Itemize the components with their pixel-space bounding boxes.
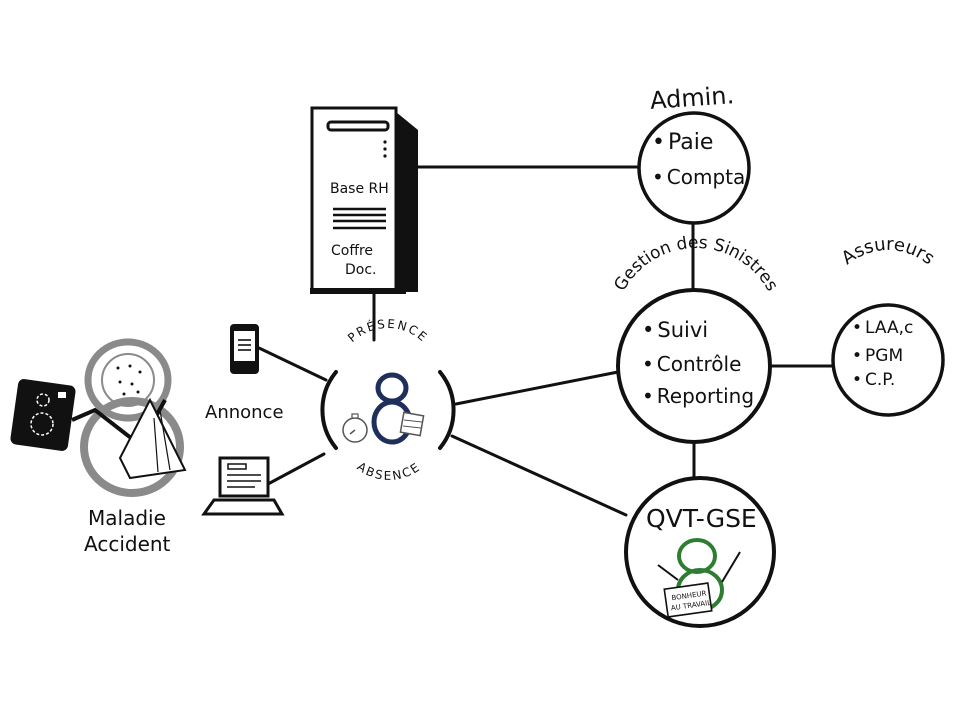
assureurs-item-cp: C.P. — [852, 370, 895, 390]
assureurs-title-arc: Assureurs — [838, 234, 939, 269]
connectors — [257, 165, 834, 517]
maladie-label: Maladie — [88, 506, 166, 530]
admin-item-paie: Paie — [652, 130, 713, 155]
gestion-item-reporting: Reporting — [642, 384, 754, 408]
presence-label-arc: PRÉSENCE — [345, 317, 431, 345]
server-label-base-rh: Base RH — [330, 181, 389, 197]
assureurs-title: Assureurs — [838, 234, 939, 269]
admin-title: Admin. — [649, 81, 735, 115]
xray-card-icon — [10, 379, 76, 451]
line-laptop-presence — [266, 452, 326, 486]
accident-label: Accident — [84, 532, 171, 556]
phone-icon — [230, 324, 259, 374]
server-label-doc: Doc. — [345, 262, 377, 278]
gestion-item-controle: Contrôle — [642, 352, 742, 376]
server-label-coffre: Coffre — [331, 243, 374, 259]
admin-item-compta: Compta — [652, 165, 745, 189]
assureurs-item-pgm: PGM — [852, 346, 903, 366]
presence-eight-icon — [375, 372, 409, 404]
absence-label: ABSENCE — [355, 459, 422, 483]
annonce-label: Annonce — [205, 402, 284, 423]
presence-absence-node: PRÉSENCE ABSENCE — [320, 317, 456, 483]
presence-label: PRÉSENCE — [345, 317, 429, 345]
gestion-item-suivi: Suivi — [642, 318, 708, 342]
gestion-title-arc: Gestion des Sinistres — [610, 233, 782, 295]
qvt-title: QVT-GSE — [646, 504, 757, 533]
line-phone-presence — [257, 346, 328, 382]
qvt-circle — [624, 476, 776, 628]
stopwatch-icon — [342, 413, 368, 443]
maladie-figure-icon — [10, 338, 187, 497]
line-presence-qvt — [450, 434, 628, 517]
calendar-icon — [399, 411, 425, 437]
assureurs-item-laa: LAA,c — [852, 318, 913, 338]
line-presence-gestion — [454, 370, 620, 406]
qvt-eight-icon: BONHEUR AU TRAVAIL — [657, 538, 741, 618]
absence-label-arc: ABSENCE — [355, 459, 424, 483]
server-icon — [310, 106, 418, 294]
laptop-icon — [201, 456, 285, 516]
gestion-title: Gestion des Sinistres — [610, 233, 782, 295]
